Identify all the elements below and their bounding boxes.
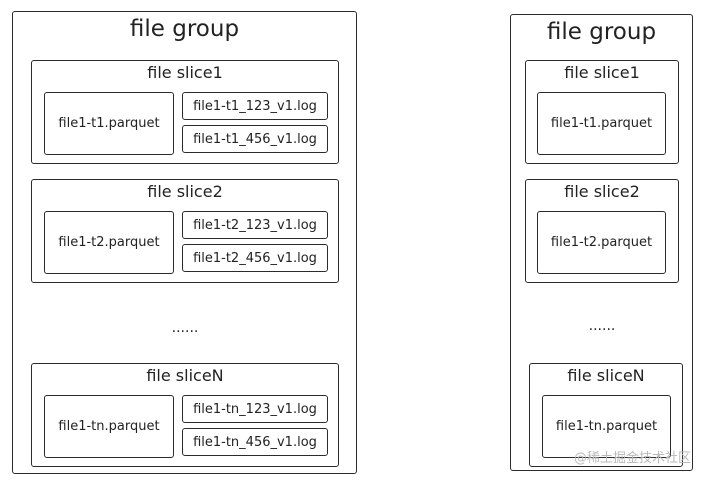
left-slice-2-log-1-label: file1-t2_123_v1.log [193,217,317,233]
right-slice-n-parquet-label: file1-tn.parquet [555,419,658,434]
left-slice-n-log-1-label: file1-tn_123_v1.log [193,401,317,417]
right-slice-1-parquet: file1-t1.parquet [537,92,666,155]
left-slice-2-parquet-label: file1-t2.parquet [58,235,160,250]
right-slice-2-parquet: file1-t2.parquet [537,211,666,274]
left-slice-2-parquet: file1-t2.parquet [44,211,174,274]
left-slice-2-log-2-label: file1-t2_456_v1.log [193,250,317,266]
left-slice-1-title: file slice1 [147,63,223,82]
left-slice-n-parquet-label: file1-tn.parquet [58,419,160,434]
left-slice-2-log-1: file1-t2_123_v1.log [182,211,328,239]
right-slice-2-title: file slice2 [564,182,640,201]
right-slice-1-title: file slice1 [564,63,640,82]
left-slice-1-log-1-label: file1-t1_123_v1.log [193,98,317,114]
left-slice-2-title: file slice2 [147,182,223,201]
right-group-title: file group [546,19,657,45]
left-slice-n-title: file sliceN [146,366,224,385]
left-slice-n-log-2-label: file1-tn_456_v1.log [193,434,317,450]
right-ellipsis: ...... [588,318,616,334]
right-slice-2-parquet-label: file1-t2.parquet [550,235,653,250]
left-group-title: file group [129,16,240,42]
left-slice-2-log-2: file1-t2_456_v1.log [182,244,328,272]
left-slice-1-parquet-label: file1-t1.parquet [58,116,160,131]
left-slice-n-parquet: file1-tn.parquet [44,395,174,458]
left-slice-1-log-2: file1-t1_456_v1.log [182,125,328,153]
watermark: @稀土掘金技术社区 [573,451,691,466]
left-ellipsis: ...... [171,320,199,336]
right-slice-n-parquet: file1-tn.parquet [542,395,671,458]
left-slice-1-log-1: file1-t1_123_v1.log [182,92,328,120]
left-slice-n-log-2: file1-tn_456_v1.log [182,428,328,456]
left-slice-1-parquet: file1-t1.parquet [44,92,174,155]
left-slice-1-log-2-label: file1-t1_456_v1.log [193,131,317,147]
right-slice-n-title: file sliceN [567,366,645,385]
right-slice-1-parquet-label: file1-t1.parquet [550,116,653,131]
left-slice-n-log-1: file1-tn_123_v1.log [182,395,328,423]
